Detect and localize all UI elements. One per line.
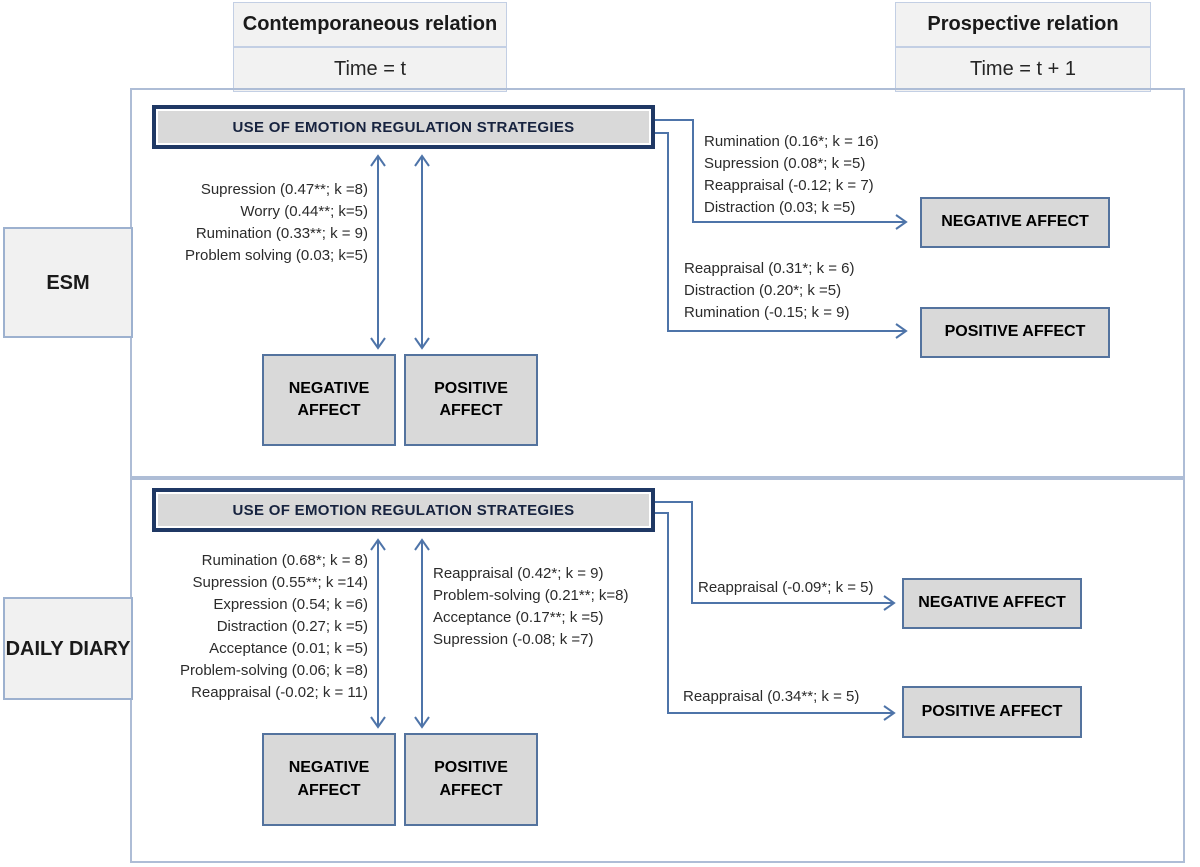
effect-label: Rumination (0.16*; k = 16) <box>704 133 879 150</box>
effect-label: Supression (0.08*; k =5) <box>704 155 866 172</box>
effect-label: Acceptance (0.01; k =5) <box>209 640 368 657</box>
esm-positive-affect-box: POSITIVE AFFECT <box>404 354 538 446</box>
daily-contemporaneous-negative-effects: Rumination (0.68*; k = 8) Supression (0.… <box>100 550 368 704</box>
effect-label: Distraction (0.20*; k =5) <box>684 282 842 299</box>
effect-label: Acceptance (0.17**; k =5) <box>433 609 604 626</box>
esm-prospective-negative-effects: Rumination (0.16*; k = 16) Supression (0… <box>704 131 879 219</box>
esm-strategies-box: USE OF EMOTION REGULATION STRATEGIES <box>152 105 655 149</box>
effect-label: Reappraisal (0.31*; k = 6) <box>684 260 855 277</box>
header-contemporaneous-title: Contemporaneous relation <box>233 2 507 47</box>
effect-label: Reappraisal (0.42*; k = 9) <box>433 565 604 582</box>
effect-label: Worry (0.44**; k=5) <box>240 203 368 220</box>
effect-label: Rumination (0.68*; k = 8) <box>201 552 368 569</box>
esm-prospective-positive-affect-box: POSITIVE AFFECT <box>920 307 1110 358</box>
esm-prospective-positive-effects: Reappraisal (0.31*; k = 6) Distraction (… <box>684 258 855 324</box>
effect-label: Supression (-0.08; k =7) <box>433 631 594 648</box>
effect-label: Supression (0.47**; k =8) <box>200 181 368 198</box>
effect-label: Distraction (0.03; k =5) <box>704 199 856 216</box>
effect-label: Problem-solving (0.21**; k=8) <box>433 587 629 604</box>
daily-prospective-positive-effect: Reappraisal (0.34**; k = 5) <box>683 688 860 705</box>
effect-label: Distraction (0.27; k =5) <box>216 618 368 635</box>
daily-negative-affect-box: NEGATIVE AFFECT <box>262 733 396 826</box>
header-prospective-title: Prospective relation <box>895 2 1151 47</box>
daily-prospective-positive-affect-box: POSITIVE AFFECT <box>902 686 1082 738</box>
daily-prospective-negative-effect: Reappraisal (-0.09*; k = 5) <box>698 579 874 596</box>
daily-strategies-box: USE OF EMOTION REGULATION STRATEGIES <box>152 488 655 532</box>
esm-row-label: ESM <box>3 227 133 338</box>
effect-label: Reappraisal (-0.02; k = 11) <box>191 684 368 701</box>
header-contemporaneous-time: Time = t <box>233 47 507 92</box>
esm-prospective-negative-affect-box: NEGATIVE AFFECT <box>920 197 1110 248</box>
effect-label: Problem solving (0.03; k=5) <box>184 247 368 264</box>
esm-negative-affect-box: NEGATIVE AFFECT <box>262 354 396 446</box>
effect-label: Supression (0.55**; k =14) <box>192 574 368 591</box>
daily-positive-affect-box: POSITIVE AFFECT <box>404 733 538 826</box>
esm-contemporaneous-effects: Supression (0.47**; k =8) Worry (0.44**;… <box>108 179 368 267</box>
effect-label: Rumination (0.33**; k = 9) <box>195 225 368 242</box>
daily-prospective-negative-affect-box: NEGATIVE AFFECT <box>902 578 1082 629</box>
effect-label: Expression (0.54; k =6) <box>213 596 368 613</box>
daily-contemporaneous-positive-effects: Reappraisal (0.42*; k = 9) Problem-solvi… <box>433 563 629 651</box>
effect-label: Problem-solving (0.06; k =8) <box>180 662 368 679</box>
effect-label: Reappraisal (-0.12; k = 7) <box>704 177 874 194</box>
daily-diary-row-label: DAILY DIARY <box>3 597 133 700</box>
effect-label: Rumination (-0.15; k = 9) <box>684 304 850 321</box>
header-prospective-time: Time = t + 1 <box>895 47 1151 92</box>
